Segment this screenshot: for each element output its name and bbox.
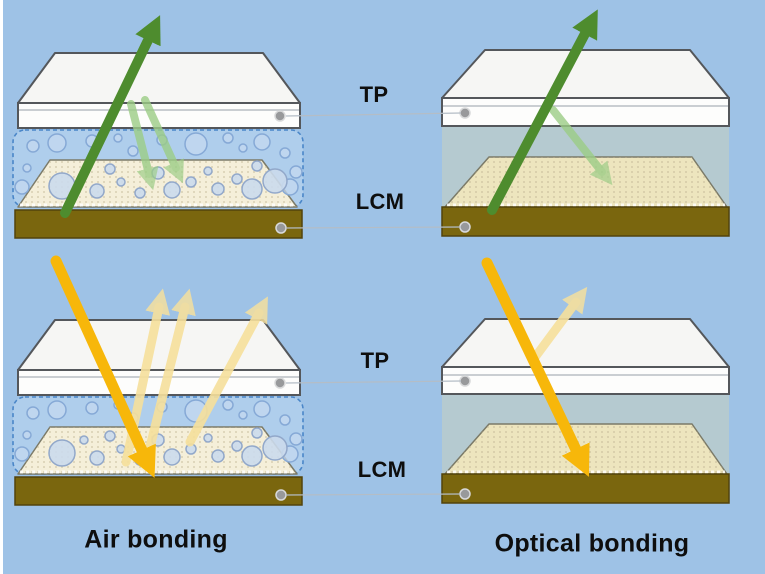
panel-optical-bonding-top	[441, 9, 730, 237]
lcm-anchor-dot	[459, 221, 471, 233]
reflected-green-ray-2	[141, 96, 184, 184]
tp-anchor-dot	[274, 110, 286, 122]
tp-connector-line-top	[285, 112, 462, 117]
reflected-yellow-ray-3	[185, 296, 268, 447]
lcm-anchor-dot	[275, 222, 287, 234]
lcm-base	[441, 206, 730, 237]
lcm-base	[14, 476, 303, 506]
tp-anchor-dot	[459, 107, 471, 119]
incident-green-ray	[60, 15, 161, 218]
tp-connector-line-bottom	[285, 380, 462, 384]
tp-anchor-dot	[459, 375, 471, 387]
label-optical-bonding: Optical bonding	[494, 529, 690, 558]
panel-air-bonding-bottom	[12, 255, 304, 506]
label-lcm-bottom: LCM	[357, 457, 407, 482]
label-tp-bottom: TP	[360, 348, 390, 373]
reflected-green-ray	[549, 106, 613, 186]
tp-slab-top-face	[441, 318, 730, 368]
panel-optical-bonding-bottom	[441, 257, 730, 504]
tp-anchor-dot	[274, 377, 286, 389]
reflected-yellow-ray	[528, 286, 588, 365]
incident-yellow-ray	[481, 257, 590, 477]
reflected-yellow-ray-2	[142, 288, 196, 464]
lcm-anchor-dot	[459, 488, 471, 500]
tp-slab-front-face	[17, 369, 301, 396]
tp-slab-top-face	[17, 52, 301, 104]
lcm-base	[14, 209, 303, 239]
tp-slab-top-face	[441, 49, 730, 99]
panel-air-bonding-top	[12, 15, 304, 239]
incident-yellow-ray	[50, 255, 156, 479]
lcm-anchor-dot	[275, 489, 287, 501]
label-air-bonding: Air bonding	[84, 525, 228, 554]
lcm-connector-line-top	[285, 226, 462, 229]
label-lcm-top: LCM	[355, 189, 405, 214]
lcm-base	[441, 473, 730, 504]
reflected-green-ray-1	[127, 100, 159, 191]
lcm-surface-texture	[445, 157, 727, 207]
tp-slab-front-face	[441, 97, 730, 127]
incident-green-ray	[487, 9, 598, 215]
tp-slab-front-face	[441, 366, 730, 395]
left-edge-strip	[0, 0, 3, 574]
lcm-connector-line-bottom	[285, 493, 462, 496]
lcm-surface-texture	[445, 424, 727, 474]
label-tp-top: TP	[359, 82, 389, 107]
